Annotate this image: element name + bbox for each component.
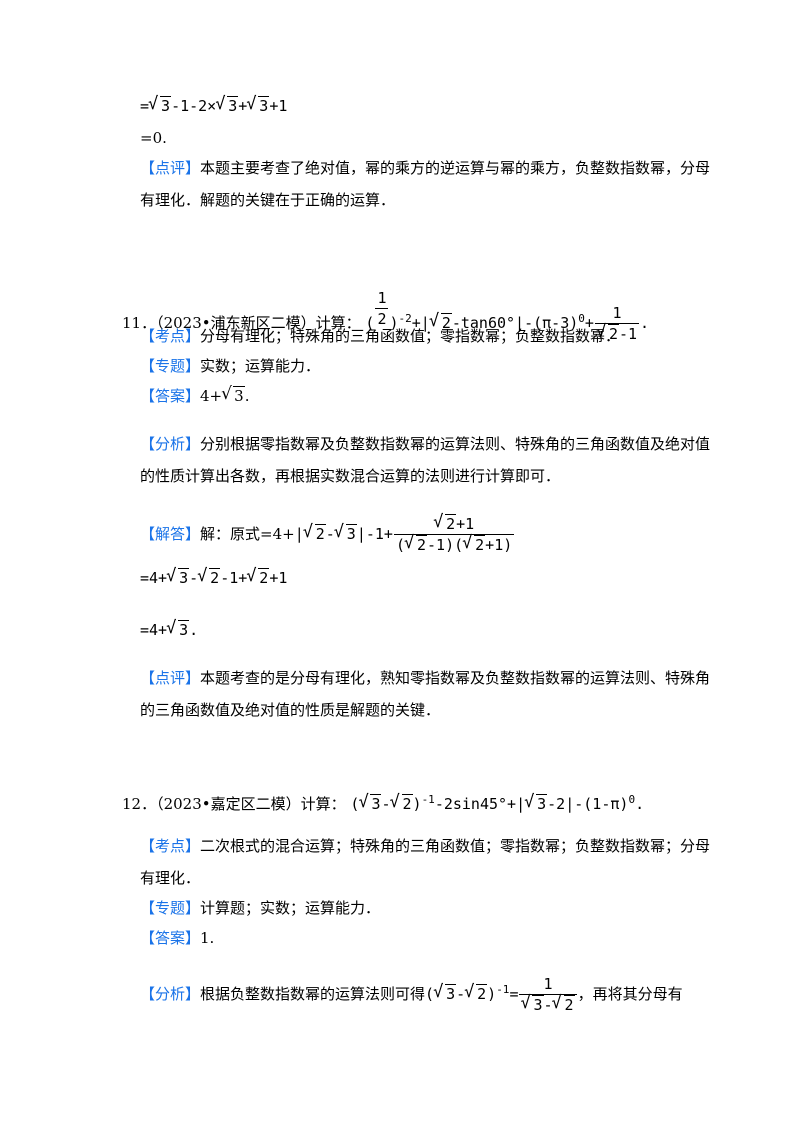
top-step-line: =3-1-2×3+3+1 bbox=[140, 94, 287, 116]
q12-expression: (3-2)-1-2sin45°+|3-2|-(1-π)0. bbox=[350, 792, 644, 813]
q12-header: 12．（2023•嘉定区二模）计算： (3-2)-1-2sin45°+|3-2|… bbox=[122, 790, 644, 814]
q11-review-cont: 的三角函数值及绝对值的性质是解题的关键． bbox=[140, 701, 441, 719]
q11-step2: =4+3-2-1+2+1 bbox=[140, 566, 287, 588]
q12-analysis: 【分析】根据负整数指数幂的运算法则可得(3-2)-1=13-2，再将其分母有 bbox=[140, 974, 683, 1015]
q11-step3: =4+3. bbox=[140, 618, 198, 640]
q11-review: 【点评】本题考查的是分母有理化，熟知零指数幂及负整数指数幂的运算法则、特殊角 bbox=[140, 669, 711, 687]
q12-zhuanti: 【专题】计算题；实数；运算能力． bbox=[140, 899, 381, 917]
q11-header: 11．（2023•浦东新区二模）计算： (12)-2+|2-tan60°|-(π… bbox=[122, 288, 649, 344]
q12-answer: 【答案】1. bbox=[140, 929, 215, 947]
q11-expression: (12)-2+|2-tan60°|-(π-3)0+12-1. bbox=[365, 289, 649, 343]
top-review: 【点评】本题主要考查了绝对值，幂的乘方的逆运算与幂的乘方，负整数指数幂，分母 bbox=[140, 159, 711, 177]
q12-kaodian-cont: 有理化． bbox=[140, 869, 201, 887]
top-result-line: =0. bbox=[140, 129, 167, 147]
review-tag: 【点评】 bbox=[140, 159, 201, 177]
q11-analysis: 【分析】分别根据零指数幂及负整数指数幂的运算法则、特殊角的三角函数值及绝对值 bbox=[140, 435, 711, 453]
q11-zhuanti: 【专题】实数；运算能力． bbox=[140, 357, 321, 375]
q11-solution: 【解答】解：原式=4+|2-3|-1+2+1(2-1)(2+1) bbox=[140, 512, 515, 555]
q11-answer: 【答案】4+3. bbox=[140, 384, 249, 406]
q11-analysis-cont: 的性质计算出各数，再根据实数混合运算的法则进行计算即可． bbox=[140, 467, 561, 485]
q12-kaodian: 【考点】二次根式的混合运算；特殊角的三角函数值；零指数幂；负整数指数幂；分母 bbox=[140, 837, 711, 855]
top-review-cont: 有理化．解题的关键在于正确的运算． bbox=[140, 191, 396, 209]
q11-kaodian: 【考点】分母有理化；特殊角的三角函数值；零指数幂；负整数指数幂． bbox=[140, 327, 621, 345]
